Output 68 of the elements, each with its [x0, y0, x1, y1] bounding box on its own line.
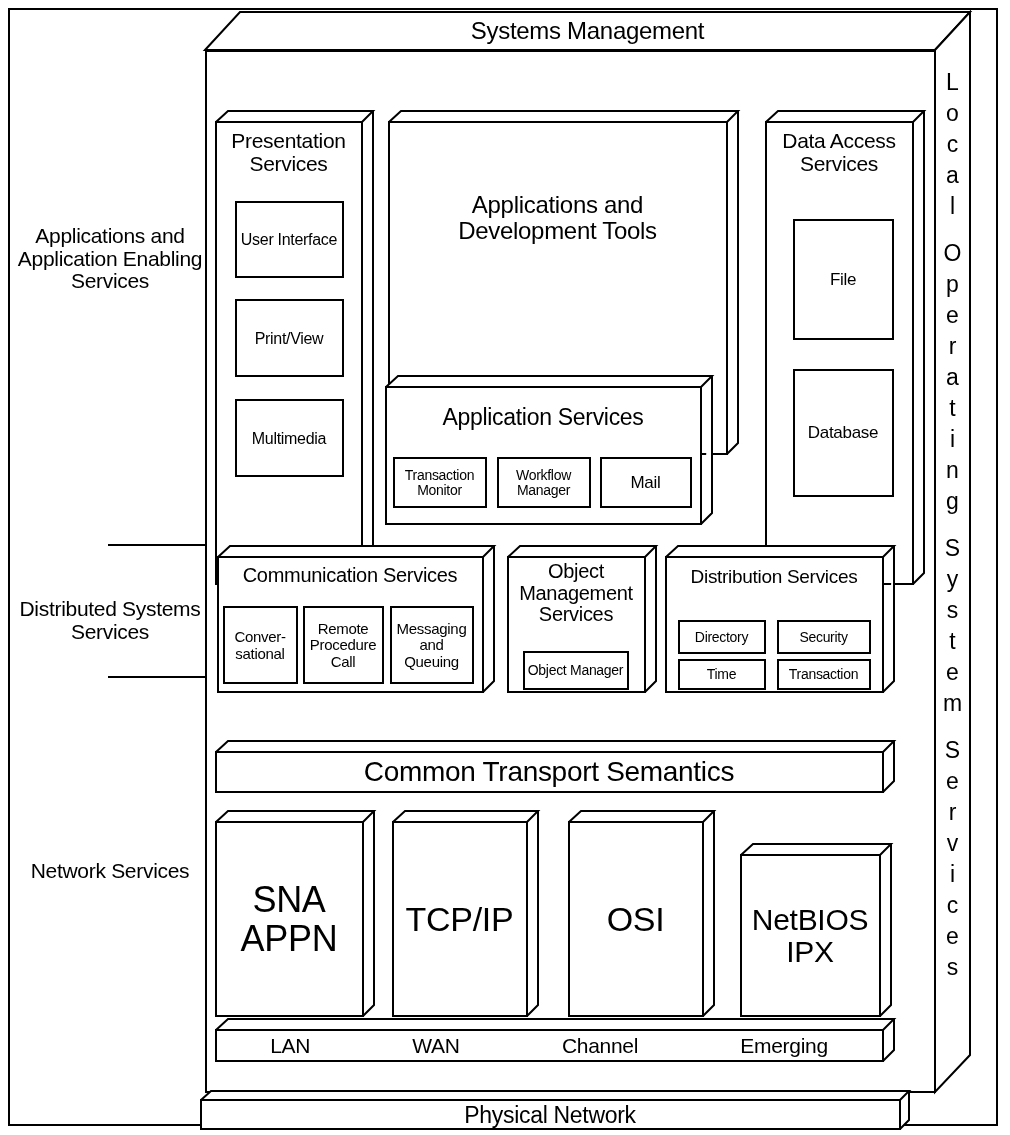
- component-label: Object Manager: [527, 663, 624, 679]
- band-item-label: Channel: [561, 1034, 639, 1058]
- cabinet-front-panel: [205, 50, 936, 1093]
- component-label: Conver-sational: [233, 629, 287, 662]
- layer-label: Network Services: [29, 860, 191, 883]
- service-block: [215, 740, 895, 793]
- block-title: OSI: [606, 901, 665, 938]
- vertical-band-title: Local Operating System Services: [941, 68, 964, 982]
- top-face-band: [205, 12, 970, 50]
- component-box: [523, 652, 628, 690]
- component-box: [600, 458, 691, 508]
- component-box: [678, 621, 765, 654]
- layer-label: Applications and Application Enabling Services: [16, 225, 204, 293]
- band-item-label: Emerging: [740, 1034, 828, 1058]
- component-label: Database: [807, 424, 879, 443]
- component-box: [777, 621, 870, 654]
- layer-label: Distributed Systems Services: [18, 598, 202, 644]
- component-label: Multimedia: [251, 429, 327, 448]
- component-box: [793, 220, 893, 340]
- service-block: [740, 843, 892, 1017]
- component-box: [235, 300, 343, 377]
- block-title: Distribution Services: [690, 567, 858, 588]
- component-box: [793, 370, 893, 497]
- block-title: Application Services: [442, 405, 644, 430]
- block-title: Communication Services: [242, 565, 458, 587]
- service-block: [200, 1090, 910, 1130]
- service-block: [215, 810, 375, 1017]
- component-box: [390, 607, 473, 684]
- block-title: Object Management Services: [518, 561, 634, 626]
- component-label: Transaction Monitor: [403, 467, 476, 499]
- block-title: Applications and Development Tools: [457, 192, 658, 244]
- component-label: File: [829, 270, 857, 290]
- service-block: [217, 545, 495, 693]
- block-title: SNA APPN: [239, 880, 339, 959]
- component-box: [393, 458, 486, 508]
- component-box: [235, 400, 343, 477]
- component-label: Directory: [694, 629, 749, 646]
- component-label: Print/View: [254, 329, 324, 348]
- service-block: [392, 810, 539, 1017]
- component-label: Security: [799, 629, 848, 646]
- block-title: Data Access Services: [781, 130, 897, 176]
- component-box: [303, 607, 383, 684]
- component-box: [777, 660, 870, 690]
- service-block: [385, 375, 713, 525]
- service-block: [215, 1018, 895, 1062]
- side-face-band: [935, 12, 970, 1092]
- component-label: Time: [706, 667, 737, 683]
- component-box: [497, 458, 590, 508]
- block-title: Common Transport Semantics: [363, 757, 735, 788]
- service-block: [665, 545, 895, 693]
- block-title: NetBIOS IPX: [750, 903, 870, 969]
- band-title: Systems Management: [470, 18, 705, 44]
- component-box: [235, 202, 343, 278]
- block-title: Presentation Services: [230, 130, 347, 176]
- block-title: Physical Network: [464, 1102, 636, 1128]
- component-label: Messaging and Queuing: [395, 621, 468, 670]
- block-title: TCP/IP: [405, 901, 514, 938]
- component-box: [223, 607, 297, 684]
- service-block: [568, 810, 715, 1017]
- component-label: Workflow Manager: [515, 467, 573, 499]
- component-label: Transaction: [788, 667, 859, 683]
- component-label: User Interface: [240, 231, 338, 249]
- component-box: [678, 660, 765, 690]
- component-label: Remote Procedure Call: [308, 621, 378, 670]
- service-block: [507, 545, 657, 693]
- component-label: Mail: [630, 473, 661, 493]
- band-item-label: LAN: [270, 1034, 311, 1058]
- band-item-label: WAN: [412, 1034, 460, 1058]
